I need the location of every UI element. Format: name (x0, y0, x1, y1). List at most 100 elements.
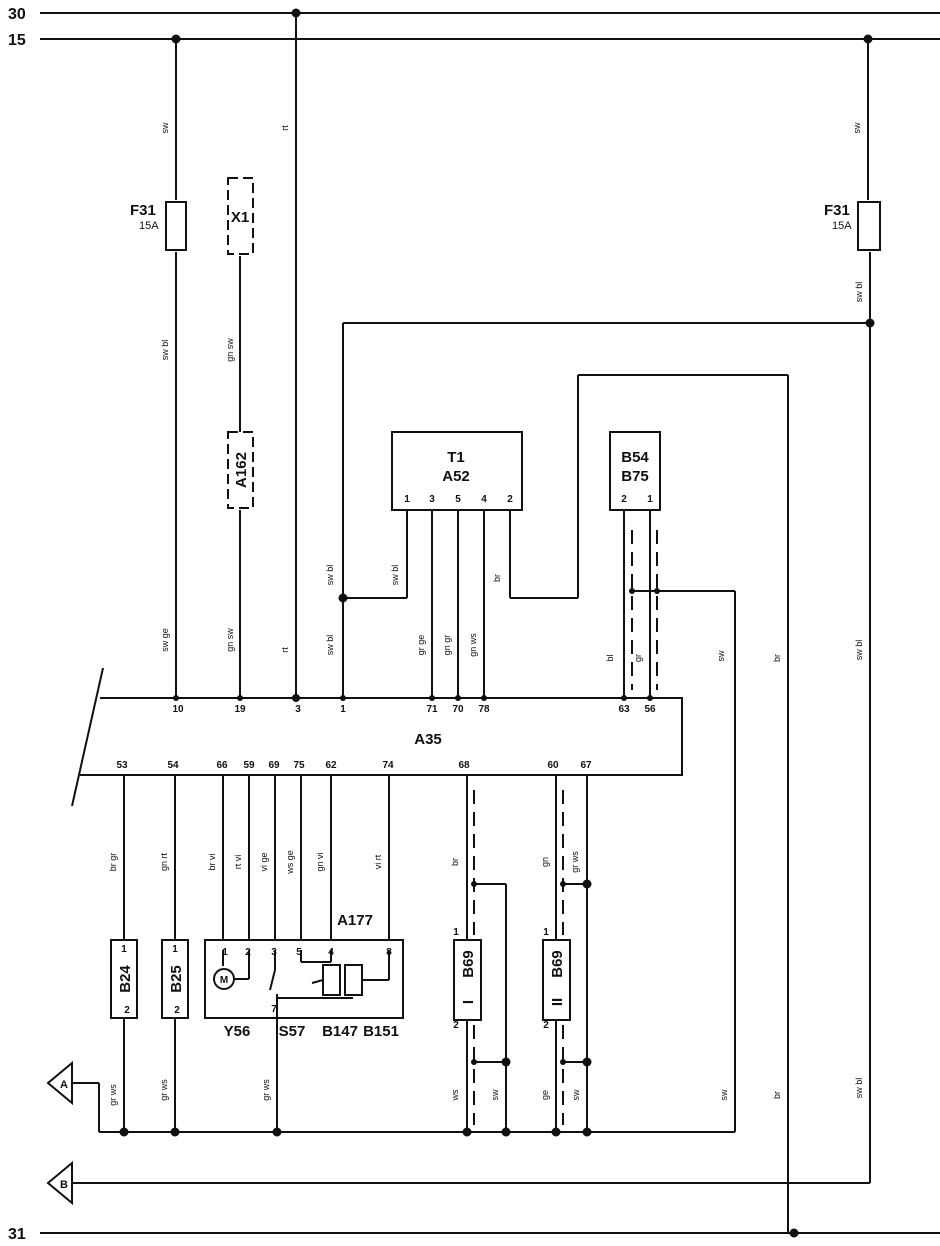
rail-31-label: 31 (8, 1226, 26, 1243)
t1-pin: 3 (429, 494, 435, 505)
a177-sub-b151: B151 (363, 1023, 399, 1040)
ecu-top-pin: 19 (234, 704, 246, 715)
wire-label: gn rt (159, 852, 169, 871)
wire-label: gn ws (468, 633, 478, 657)
wire-label: sw (719, 1089, 729, 1101)
motor-m-icon (213, 968, 235, 990)
ecu-bottom-pin: 59 (243, 760, 255, 771)
wire-label: bl (605, 654, 615, 661)
fuse-right-rating: 15A (832, 220, 852, 232)
module-a177-label: A177 (337, 912, 373, 929)
ecu-top-pin: 71 (426, 704, 438, 715)
wire-label: vi rt (373, 854, 383, 869)
t1-pin: 2 (507, 494, 513, 505)
connector-a-label: A (60, 1079, 68, 1091)
sensor-b69b-label: B69 (549, 950, 566, 978)
ecu-top-pin: 56 (644, 704, 656, 715)
a177-pin: 2 (245, 947, 251, 958)
wire-label: rt (280, 125, 290, 131)
wire-label: sw (160, 122, 170, 134)
wire-label: ge (540, 1090, 550, 1100)
ecu-bottom-pin: 54 (167, 760, 179, 771)
wire-label: gn (540, 857, 550, 867)
rail-30-label: 30 (8, 6, 26, 23)
a177-pin: 4 (328, 947, 334, 958)
sensor-b25-box (161, 939, 189, 1019)
wire-label: gr ws (159, 1079, 169, 1101)
sensor-b69b-mark: II (549, 998, 566, 1006)
wire-label: ws (450, 1089, 460, 1101)
b69a-pin: 2 (453, 1020, 459, 1031)
ecu-bottom-pin: 68 (458, 760, 470, 771)
box-b54-line2: B75 (621, 468, 649, 485)
wire-label: gn sw (225, 628, 235, 652)
ecu-a35-outline (80, 697, 683, 776)
wire-label: gr ws (108, 1084, 118, 1106)
ecu-top-pin: 10 (172, 704, 184, 715)
a177-pin: 5 (296, 947, 302, 958)
sensor-b69b-box (542, 939, 571, 1021)
wire-label: vi ge (259, 852, 269, 871)
wire-label: sw bl (854, 640, 864, 661)
wire-label: sw ge (160, 628, 170, 652)
wire-label: br (772, 654, 782, 662)
wire-label: sw (852, 122, 862, 134)
wire-label: gn vi (315, 852, 325, 871)
b24-pin: 1 (121, 944, 127, 955)
wire-label: sw (490, 1089, 500, 1101)
wire-label: rt (280, 647, 290, 653)
fuse-left-rating: 15A (139, 220, 159, 232)
box-b54-line1: B54 (621, 449, 649, 466)
ecu-a35-label: A35 (414, 731, 442, 748)
ecu-bottom-pin: 67 (580, 760, 592, 771)
sensor-b69a-label: B69 (460, 950, 477, 978)
t1-pin: 5 (455, 494, 461, 505)
sensor-b24-label: B24 (117, 965, 134, 993)
wire-label: br gr (108, 853, 118, 872)
fuse-right-body (857, 201, 881, 251)
ecu-bottom-pin: 75 (293, 760, 305, 771)
fuse-right-name: F31 (824, 202, 850, 219)
module-a162-label: A162 (233, 452, 250, 488)
b54-pin: 2 (621, 494, 627, 505)
sensor-b69a-mark: I (460, 1000, 477, 1004)
b69a-pin: 1 (453, 927, 459, 938)
wire-label: gr ge (416, 635, 426, 656)
wire-label: gr ws (261, 1079, 271, 1101)
a177-pin: 1 (222, 947, 228, 958)
b54-pin: 1 (647, 494, 653, 505)
b69b-pin: 1 (543, 927, 549, 938)
sensor-b24-box (110, 939, 138, 1019)
fuse-left-body (165, 201, 187, 251)
sensor-b25-label: B25 (168, 965, 185, 993)
wire-label: sw (716, 650, 726, 662)
wire-label: gn gr (442, 635, 452, 656)
ecu-bottom-pin: 60 (547, 760, 559, 771)
wire-label: rt vi (233, 855, 243, 870)
module-a162-box (227, 431, 254, 509)
b25-pin: 1 (172, 944, 178, 955)
ecu-top-pin: 3 (295, 704, 301, 715)
ecu-bottom-pin: 74 (382, 760, 394, 771)
wire-label: br (450, 858, 460, 866)
ecu-top-pin: 70 (452, 704, 464, 715)
wire-label: br (772, 1091, 782, 1099)
a177-sub-y56: Y56 (224, 1023, 251, 1040)
connector-a-icon (46, 1060, 73, 1106)
connector-b-icon (46, 1160, 73, 1206)
junction-dots (119, 8, 875, 1238)
wire-label: sw bl (325, 565, 335, 586)
ecu-bottom-pin: 66 (216, 760, 228, 771)
t1-pin: 4 (481, 494, 487, 505)
ecu-top-pin: 63 (618, 704, 630, 715)
fuse-left-name: F31 (130, 202, 156, 219)
a177-pin: 3 (271, 947, 277, 958)
sensor-b69a-box (453, 939, 482, 1021)
ecu-bottom-pin: 53 (116, 760, 128, 771)
wire-label: gr ws (570, 851, 580, 873)
a177-sub-s57: S57 (279, 1023, 306, 1040)
ecu-top-pin: 1 (340, 704, 346, 715)
b25-pin: 2 (174, 1005, 180, 1016)
box-b54 (609, 431, 661, 511)
